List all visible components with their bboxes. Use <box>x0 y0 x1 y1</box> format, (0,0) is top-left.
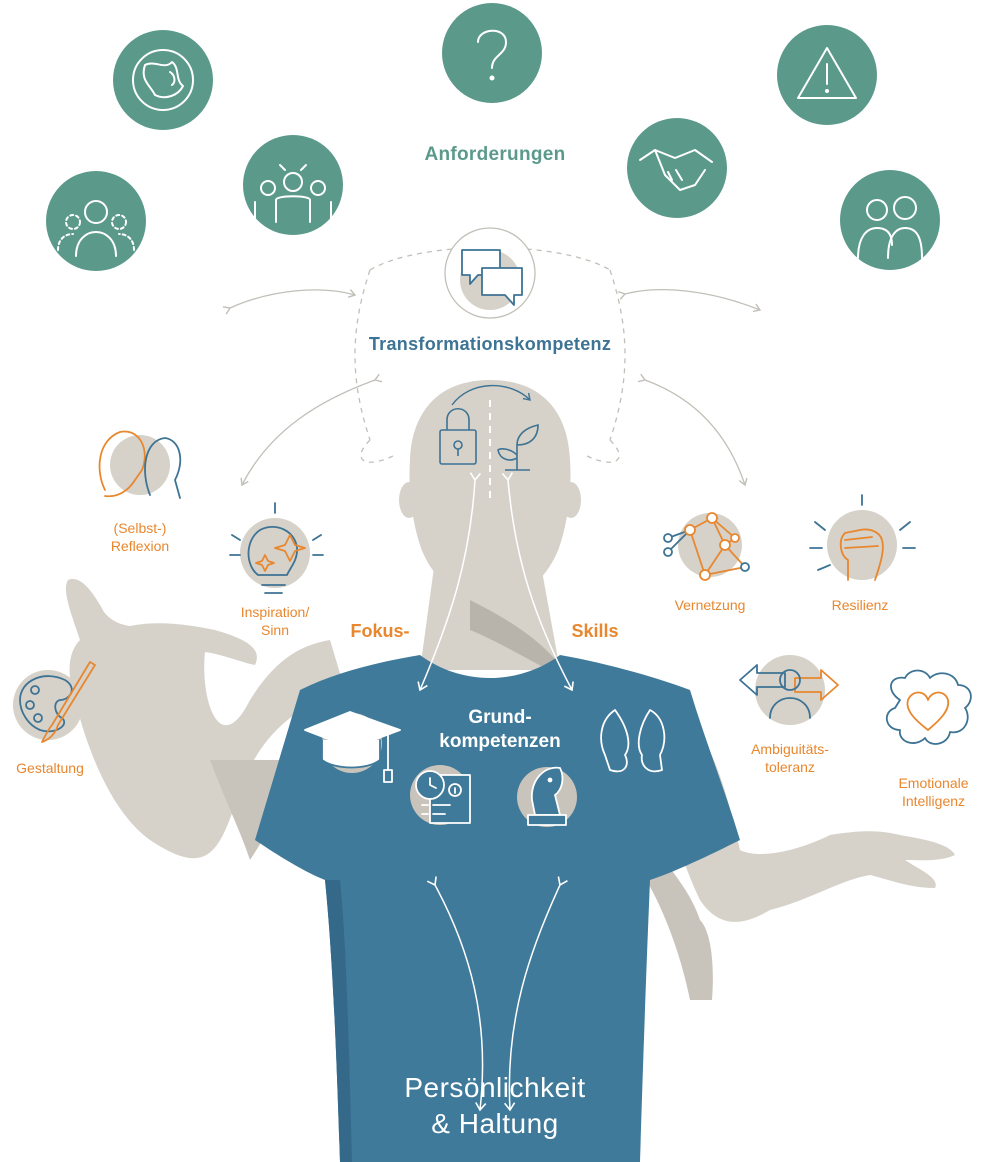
focus-label-right: Skills <box>571 621 619 641</box>
arrow-top-right <box>617 289 762 313</box>
warning-icon <box>777 25 877 125</box>
arrow-top-left <box>222 289 357 315</box>
skill-label-reflexion: (Selbst-)Reflexion <box>110 520 170 554</box>
skill-label-ambiguitaet: Ambiguitäts-toleranz <box>751 741 829 775</box>
chat-bubbles-icon <box>444 227 536 319</box>
profiles-icon <box>98 430 182 499</box>
arrows-person-icon <box>739 655 839 725</box>
right-arm <box>650 690 955 922</box>
head-arrows <box>417 384 574 1112</box>
couple-icon <box>840 170 940 270</box>
padlock-icon <box>439 407 477 465</box>
team-icon <box>46 171 146 271</box>
skill-label-inspiration: Inspiration/Sinn <box>240 604 310 638</box>
palette-icon <box>13 661 96 743</box>
focus-skill-icons <box>13 430 972 745</box>
graduation-cap-icon <box>304 711 401 783</box>
skill-label-vernetzung: Vernetzung <box>674 597 746 613</box>
schedule-icon <box>410 765 471 825</box>
fist-icon <box>809 494 916 581</box>
skill-label-gestaltung: Gestaltung <box>16 760 84 776</box>
globe-icon <box>113 30 213 130</box>
lightbulb-icon <box>229 502 324 594</box>
requirement-icons <box>46 3 940 271</box>
network-icon <box>663 512 750 581</box>
skill-label-resilienz: Resilienz <box>831 597 889 613</box>
handshake-icon <box>627 118 727 218</box>
requirements-title: Anforderungen <box>424 144 566 165</box>
sprout-icon <box>497 423 539 471</box>
faces-icon <box>600 709 666 773</box>
basic-icons <box>304 709 666 827</box>
shirt <box>255 655 740 1162</box>
basic-competences-title: Grund-kompetenzen <box>439 707 561 752</box>
arrow-mid-right <box>637 373 748 487</box>
cheering-team-icon <box>243 135 343 235</box>
transformation-title: Transformationskompetenz <box>368 334 612 354</box>
arrow-mid-left <box>240 373 383 487</box>
question-icon <box>442 3 542 103</box>
brain-heart-icon <box>886 669 972 745</box>
focus-label-left: Fokus- <box>350 621 410 641</box>
personality-title: Persönlichkeit& Haltung <box>404 1072 586 1140</box>
chess-knight-icon <box>517 766 577 827</box>
left-arm <box>65 579 345 859</box>
